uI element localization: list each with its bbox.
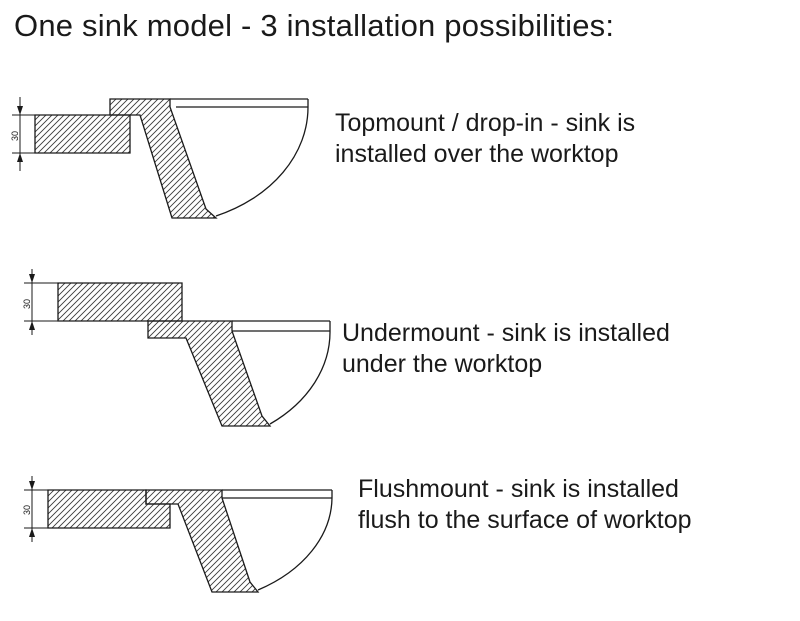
topmount-drawing: 30 [10,85,309,219]
undermount-drawing: 30 [22,268,331,427]
caption-undermount: Undermount - sink is installed under the… [342,319,670,379]
sink-section [145,489,260,593]
page-title: One sink model - 3 installation possibil… [14,8,615,43]
dimension-30 [24,476,48,542]
sink-rim-and-bowl [232,320,331,425]
arrow-down-icon [17,106,23,115]
sink-rim [222,489,333,499]
arrow-up-icon [29,528,35,537]
worktop-section [35,115,130,153]
bowl-curve [215,106,309,217]
bowl-curve [269,330,331,425]
dimension-label: 30 [22,299,32,309]
bowl-curve [257,497,333,591]
arrow-down-icon [29,274,35,283]
arrow-down-icon [29,481,35,490]
dimension-label: 30 [22,505,32,515]
dimension-30 [24,269,58,335]
sink-rim [232,320,331,332]
sink-rim-and-bowl [170,98,309,217]
sink-section [147,320,272,427]
arrow-up-icon [29,321,35,330]
flushmount-drawing: 30 [22,470,333,593]
arrow-up-icon [17,153,23,162]
sink-rim-and-bowl [222,489,333,591]
sink-section [109,98,218,219]
caption-flushmount: Flushmount - sink is installed flush to … [358,475,692,535]
caption-topmount: Topmount / drop-in - sink is installed o… [335,109,636,169]
dimension-30 [12,97,35,171]
worktop-section [58,283,182,321]
sink-rim [170,98,309,108]
dimension-label: 30 [10,131,20,141]
